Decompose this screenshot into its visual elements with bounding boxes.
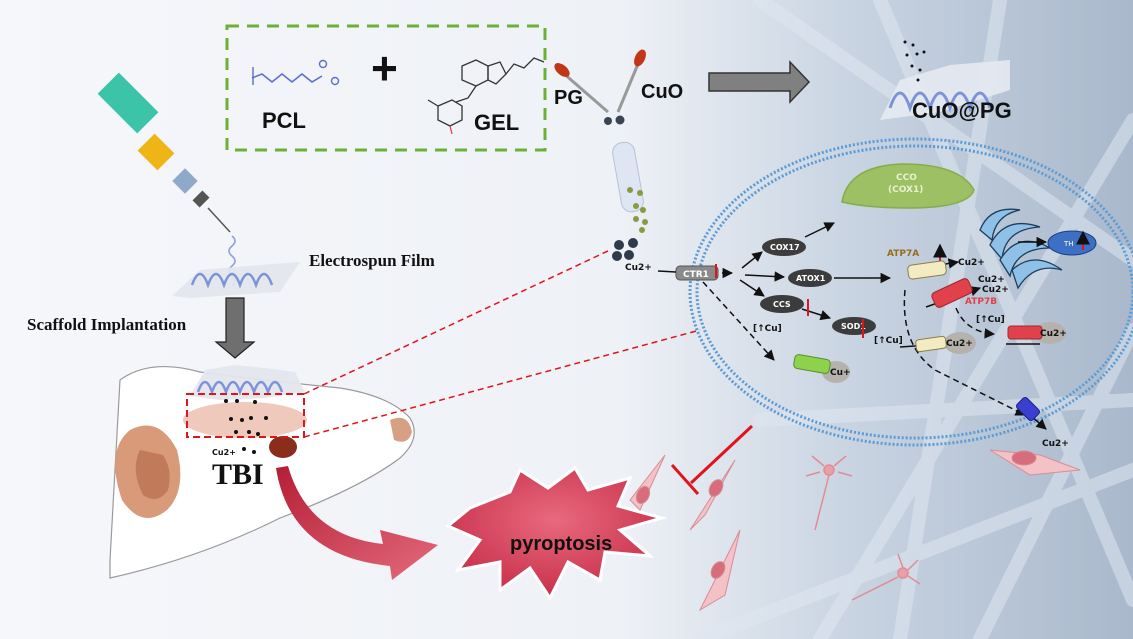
neuron-cell-icons <box>629 449 1081 612</box>
neuron-icons <box>805 455 921 601</box>
materials-box <box>225 24 547 152</box>
cu-atp7a-out: Cu2+ <box>958 258 985 268</box>
cu-golgi-1: Cu2+ <box>978 275 1005 285</box>
node-atox1: ATOX1 <box>788 269 832 287</box>
test-tube-icon <box>612 141 648 233</box>
cu-atp7b-out: Cu2+ <box>1040 329 1067 339</box>
product-label: CuO@PG <box>912 98 1012 123</box>
cu-plus-label: Cu+ <box>830 368 851 378</box>
atp7b-lower-transporter <box>1007 325 1043 340</box>
node-cox17: COX17 <box>762 238 806 256</box>
progression-arrow-icon <box>276 466 438 580</box>
cu-lower-atp7a: Cu2+ <box>946 339 973 349</box>
tbi-ion-label: Cu2+ <box>212 448 236 457</box>
cell-membrane-inner <box>695 144 1133 440</box>
ctr1-transporter <box>675 265 719 281</box>
atp7a-label: ATP7A <box>887 249 919 259</box>
pg-dropper-icon <box>554 63 609 114</box>
nanoparticle <box>615 115 625 125</box>
inhibition-symbol-icon <box>670 424 754 496</box>
copper-ion-cluster-icon <box>612 238 638 261</box>
pathway-dashed-arrows <box>702 281 1026 416</box>
golgi-apparatus-icon <box>979 208 1063 290</box>
rat-head-illustration <box>109 365 415 579</box>
zoom-guide-line <box>303 329 701 438</box>
mito-label-cco: CCO <box>896 173 917 183</box>
electrospun-film-label: Electrospun Film <box>309 251 435 270</box>
th-label: TH <box>1063 240 1074 248</box>
atp7b-transporter <box>931 278 973 308</box>
synthesis-arrow-icon <box>708 60 811 104</box>
atp7a-transporter <box>907 260 947 280</box>
zoom-guide-line <box>303 249 611 395</box>
atp7a-lower-transporter <box>915 335 947 353</box>
mitochondria-icon <box>841 163 975 209</box>
plus-sign: + <box>371 42 398 94</box>
pyroptosis-label: pyroptosis <box>510 533 612 555</box>
extracellular-cu-label: Cu2+ <box>625 263 652 273</box>
node-sod1: SOD1 <box>832 317 876 335</box>
material-pcl: PCL <box>262 108 306 133</box>
cu-plus-transporter <box>793 354 831 374</box>
implantation-arrow-icon <box>214 297 256 359</box>
cuo-dropper-icon <box>616 49 646 113</box>
scaffold-implantation-label: Scaffold Implantation <box>27 315 187 334</box>
mito-label-cox1: (COX1) <box>888 185 923 195</box>
cu-increase-label: [↑Cu] <box>976 315 1005 325</box>
svg-text:SOD1: SOD1 <box>841 322 866 331</box>
nanoparticle <box>604 117 612 125</box>
cuo-pg-scaffold-icon <box>880 40 1010 120</box>
cu-increase-label: [↑Cu] <box>753 324 782 334</box>
atp7b-label: ATP7B <box>965 297 997 307</box>
cu-cell-exit: Cu2+ <box>1042 439 1069 449</box>
svg-text:COX17: COX17 <box>770 243 800 252</box>
electrospun-film-icon <box>172 262 300 298</box>
tbi-label: TBI <box>212 458 264 491</box>
exit-transporter <box>1016 397 1040 421</box>
node-ccs: CCS <box>760 295 804 313</box>
cu-increase-label: [↑Cu] <box>874 336 903 346</box>
svg-text:ATOX1: ATOX1 <box>796 274 826 283</box>
svg-text:CCS: CCS <box>773 300 791 309</box>
reagent-pg: PG <box>554 87 583 109</box>
injury-zoom-box <box>186 393 305 438</box>
pcl-structure-icon <box>251 72 323 84</box>
ctr1-label: CTR1 <box>683 270 709 280</box>
pyroptosis-burst <box>445 465 668 601</box>
material-gel: GEL <box>474 110 519 135</box>
cu-golgi-2: Cu2+ <box>982 285 1009 295</box>
reagent-cuo: CuO <box>641 81 683 103</box>
gel-structure-icon <box>427 57 545 135</box>
